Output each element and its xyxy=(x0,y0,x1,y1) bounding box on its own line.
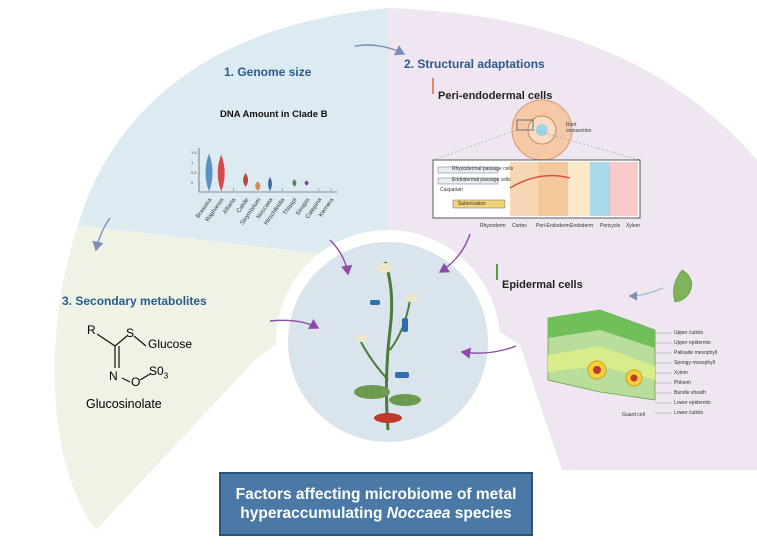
noccaea-plant-illustration xyxy=(354,261,421,431)
banner-genus: Noccaea xyxy=(386,505,451,522)
ytick-label: 0 xyxy=(191,180,194,185)
structural-panel xyxy=(388,8,757,470)
leaf-layer-label: Palisade mesophyll xyxy=(674,350,718,356)
passage-label-4: Suberisation xyxy=(458,201,486,207)
ytick-label: 1 xyxy=(191,160,194,165)
arrow-leaf-icon-to-diagram xyxy=(628,287,664,301)
root-crossection-illustration xyxy=(432,99,641,219)
leaf-layer-label: Xylem xyxy=(674,370,688,376)
leaf-layer-label: Bundle sheath xyxy=(674,390,706,396)
banner-line-2-pre: hyperaccumulating xyxy=(240,505,387,522)
glucosinolate-label: Glucosinolate xyxy=(86,397,162,411)
dna-violin-plot xyxy=(198,148,338,193)
peri-endodermal-title: Peri-endodermal cells xyxy=(438,90,553,102)
leaf-layer-label: Spongy mesophyll xyxy=(674,360,715,366)
structural-title: 2. Structural adaptations xyxy=(404,57,545,71)
leaf-layer-label: Phloem xyxy=(674,380,691,386)
leaf-layer-label: Upper epidermis xyxy=(674,340,711,346)
tissue-label: Xylem xyxy=(626,223,640,229)
arrow-genome-to-plant xyxy=(329,239,353,276)
guard-cell-label: Guard cell xyxy=(622,412,645,418)
tissue-label: Peri-Endoderm xyxy=(536,223,570,229)
chart-title: DNA Amount in Clade B xyxy=(220,109,328,120)
genome-panel xyxy=(78,8,388,262)
violin-cakile xyxy=(243,173,249,187)
passage-label-1: Rhyzodermal passage cells xyxy=(452,166,514,172)
chem-so3-text: S0 xyxy=(149,364,164,378)
passage-label-3: Casparian xyxy=(440,187,463,193)
violin-thlaspi xyxy=(292,179,297,187)
tissue-label: Endoderm xyxy=(570,223,594,229)
violin-noccaea xyxy=(268,176,272,192)
leaf-crossection-illustration xyxy=(547,269,693,414)
genome-size-title: 1. Genome size xyxy=(224,65,312,79)
arrow-genome-to-metabolites xyxy=(92,217,111,252)
leaf-layer-label: Lower epidermis xyxy=(674,400,711,406)
passage-label-2: Endodermal passage cells xyxy=(452,177,511,183)
chart-axes xyxy=(198,148,338,193)
tissue-label: Cortex xyxy=(512,223,527,229)
leaf-layer-label: Lower cuticle xyxy=(674,410,704,416)
epidermal-cells-title: Epidermal cells xyxy=(502,279,583,291)
root-crossection-label: Root crossection xyxy=(566,122,592,134)
metabolites-title: 3. Secondary metabolites xyxy=(62,294,207,308)
chem-s: S xyxy=(126,326,135,340)
arrow-metabolites-to-plant xyxy=(269,319,320,329)
violin-brassica xyxy=(205,153,213,192)
leaf-layer-label: Upper cuticle xyxy=(674,330,704,336)
ytick-label: 1.5 xyxy=(191,150,197,155)
chem-so3: S03 xyxy=(149,364,168,380)
violin-raphanus xyxy=(217,154,225,192)
banner-line-2-post: species xyxy=(450,505,512,522)
arrow-root-to-plant xyxy=(438,233,471,273)
chem-r: R xyxy=(87,323,96,337)
glucosinolate-structure xyxy=(96,333,151,383)
peri-accent-bar xyxy=(432,78,434,94)
chem-n: N xyxy=(109,369,118,383)
tissue-label: Pericycle xyxy=(600,223,621,229)
arrow-genome-to-structural xyxy=(354,44,406,56)
chem-glucose: Glucose xyxy=(148,337,193,351)
epi-accent-bar xyxy=(496,264,498,280)
arrow-leaf-to-plant xyxy=(460,345,517,359)
violin-sisymbrium xyxy=(255,181,261,191)
chem-so3-sub: 3 xyxy=(163,371,169,381)
tissue-label: Rhyzoderm xyxy=(480,223,506,229)
chem-o: O xyxy=(131,375,141,389)
title-banner: Factors affecting microbiome of metal hy… xyxy=(219,472,533,536)
banner-line-2: hyperaccumulating Noccaea species xyxy=(221,504,531,523)
banner-line-1: Factors affecting microbiome of metal xyxy=(235,486,517,503)
ytick-label: 0.5 xyxy=(191,170,197,175)
violin-sinapis xyxy=(304,180,309,186)
